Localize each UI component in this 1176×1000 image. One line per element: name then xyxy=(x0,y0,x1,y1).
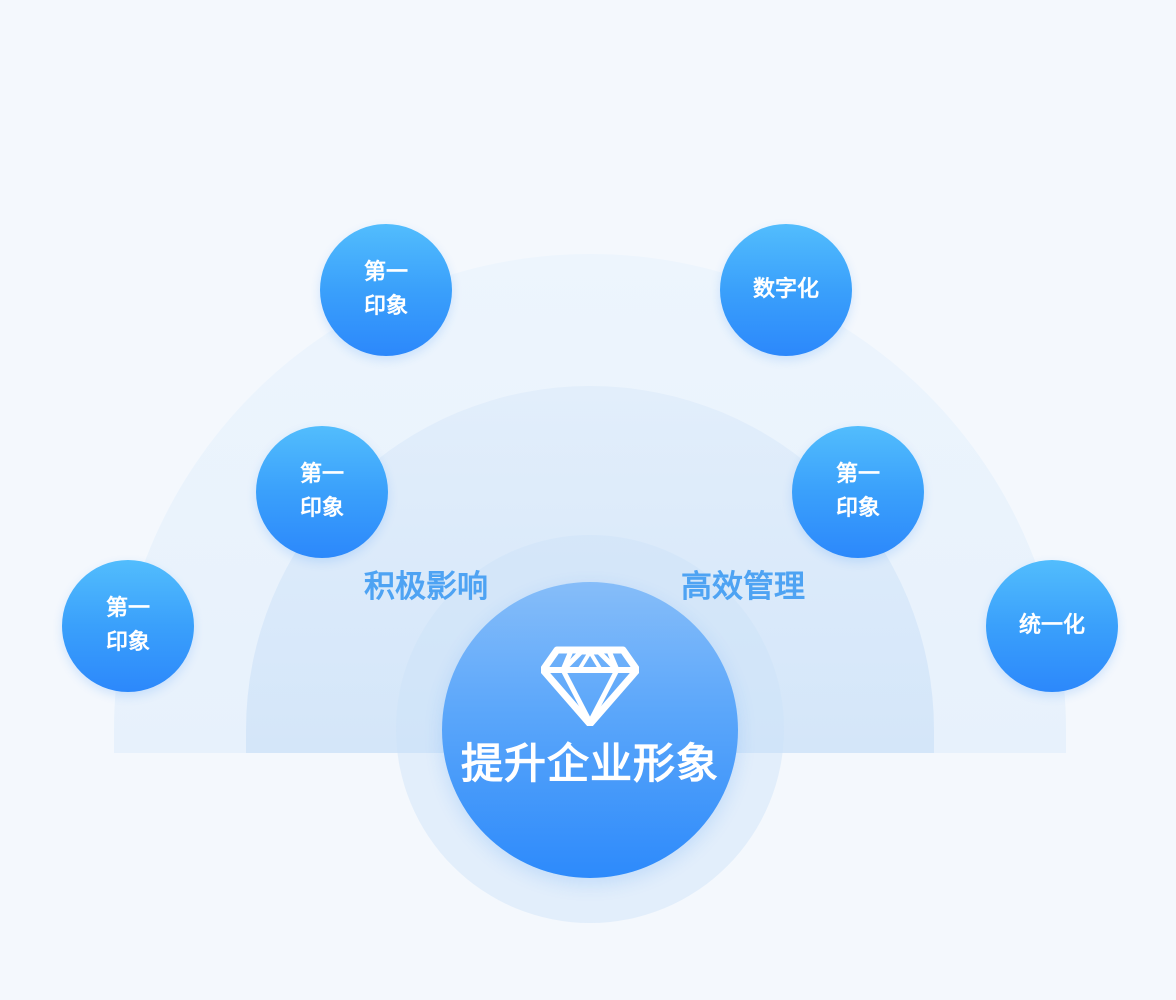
node-bottom-right-label: 统一化 xyxy=(1018,613,1085,638)
diamond-icon xyxy=(541,646,639,726)
node-bottom-right: 统一化 xyxy=(986,560,1118,692)
node-mid-right-label: 第一印象 xyxy=(835,462,880,521)
label-efficient-management: 高效管理 xyxy=(681,569,805,605)
label-positive-impact: 积极影响 xyxy=(364,569,488,605)
center-circle xyxy=(442,582,738,878)
node-mid-left: 第一印象 xyxy=(256,426,388,558)
node-top-right: 数字化 xyxy=(720,224,852,356)
node-mid-right: 第一印象 xyxy=(792,426,924,558)
node-bottom-left-label: 第一印象 xyxy=(105,596,150,655)
node-mid-left-label: 第一印象 xyxy=(299,462,344,521)
node-bottom-left: 第一印象 xyxy=(62,560,194,692)
center-title: 提升企业形象 xyxy=(460,739,719,788)
node-top-left-label: 第一印象 xyxy=(363,260,408,319)
node-top-left: 第一印象 xyxy=(320,224,452,356)
node-top-right-label: 数字化 xyxy=(752,277,819,302)
